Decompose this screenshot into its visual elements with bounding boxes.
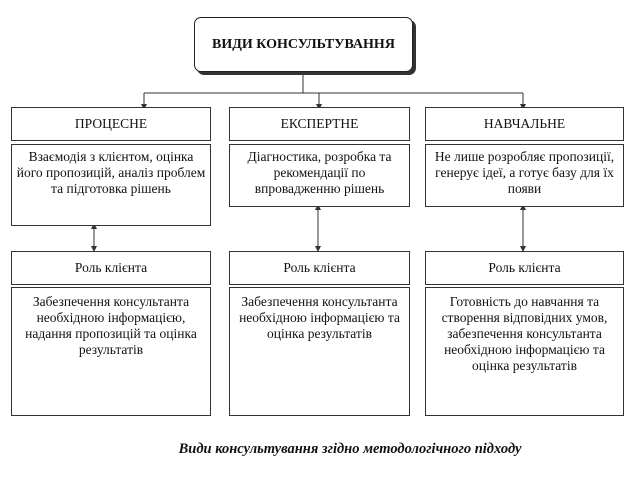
type-description-process: Взаємодія з клієнтом, оцінка його пропоз… <box>11 144 211 226</box>
type-header-process: ПРОЦЕСНЕ <box>11 107 211 141</box>
role-label-training: Роль клієнта <box>425 251 624 285</box>
role-description-training: Готовність до навчання та створення відп… <box>425 287 624 416</box>
role-label-expert: Роль клієнта <box>229 251 410 285</box>
type-description-expert: Діагностика, розробка та рекомендації по… <box>229 144 410 207</box>
role-label-process: Роль клієнта <box>11 251 211 285</box>
role-description-process: Забезпечення консультанта необхідною інф… <box>11 287 211 416</box>
role-description-expert: Забезпечення консультанта необхідною інф… <box>229 287 410 416</box>
type-header-expert: ЕКСПЕРТНЕ <box>229 107 410 141</box>
type-header-training: НАВЧАЛЬНЕ <box>425 107 624 141</box>
diagram-title: ВИДИ КОНСУЛЬТУВАННЯ <box>194 17 413 72</box>
type-description-training: Не лише розробляє пропозиції, генерує ід… <box>425 144 624 207</box>
figure-caption: Види консультування згідно методологічно… <box>178 441 522 457</box>
